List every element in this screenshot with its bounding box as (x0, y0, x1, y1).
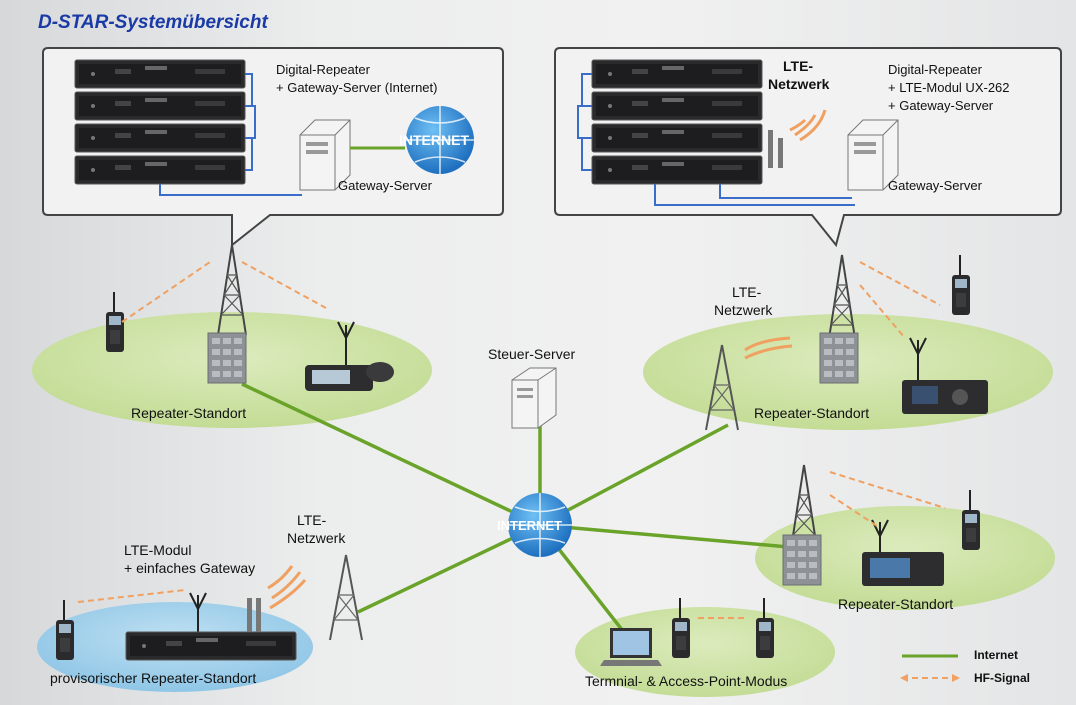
callout-left-line2: + Gateway-Server (Internet) (276, 80, 438, 95)
callout-left-line1: Digital-Repeater (276, 62, 370, 77)
legend-internet-label: Internet (974, 648, 1019, 662)
lte-modul-line1: LTE-Modul (124, 542, 192, 558)
site-label-bottom-left: provisorischer Repeater-Standort (50, 670, 257, 686)
legend-hf-label: HF-Signal (974, 671, 1030, 685)
site-label-top-right: Repeater-Standort (754, 405, 870, 421)
callout-right-lte-line1: LTE- (783, 58, 814, 74)
hf-signal-top-right (859, 261, 941, 339)
handheld-mid-right (961, 489, 981, 551)
site-label-bottom-center: Termnial- & Access-Point-Modus (585, 673, 788, 689)
callout-right-line3: + Gateway-Server (888, 98, 994, 113)
hf-signal-bottom-left (77, 589, 186, 603)
legend-hf-arrows (900, 674, 960, 682)
provisional-repeater-unit (125, 592, 297, 661)
laptop-icon (600, 628, 662, 666)
internet-globe-left (406, 106, 474, 174)
site-label-top-left: Repeater-Standort (131, 405, 247, 421)
rack-stack-right (577, 59, 855, 206)
lte-right-line1: LTE- (732, 284, 762, 300)
building-top-right (819, 332, 859, 384)
internet-links (241, 382, 801, 642)
callout-right-lte-line2: Netzwerk (768, 76, 830, 92)
lte-waves-bottom (267, 565, 307, 610)
control-server-label: Steuer-Server (488, 346, 576, 362)
base-radio-mid-right (862, 519, 944, 586)
callout-left-gateway-label: Gateway-Server (338, 178, 432, 193)
callout-right-line2: + LTE-Modul UX-262 (888, 80, 1010, 95)
lte-bottom-line1: LTE- (297, 512, 327, 528)
internet-globe-center (508, 493, 572, 557)
building-mid-right (782, 534, 822, 586)
page-title: D-STAR-Systemübersicht (38, 12, 268, 33)
hf-signal-top-left (121, 261, 327, 323)
callout-right-line1: Digital-Repeater (888, 62, 982, 77)
handheld-top-left (105, 291, 125, 353)
handheld-terminal-1 (671, 597, 691, 659)
hf-signal-mid-right (829, 471, 946, 529)
handheld-bottom-left (55, 599, 75, 661)
lte-antenna-callout (768, 109, 827, 168)
handheld-terminal-2 (755, 597, 775, 659)
callout-left-internet-label: INTERNET (399, 132, 469, 148)
site-label-mid-right: Repeater-Standort (838, 596, 954, 612)
lte-bottom-line2: Netzwerk (287, 530, 346, 546)
lte-tower-top-right (705, 336, 793, 431)
handheld-top-right (951, 254, 971, 316)
lte-tower-bottom (329, 554, 363, 641)
building-top-left (207, 332, 247, 384)
control-server-icon (511, 367, 557, 429)
base-radio-top-right (902, 337, 988, 414)
lte-right-line2: Netzwerk (714, 302, 773, 318)
mobile-radio-top-left (305, 321, 394, 391)
lte-modul-line2: + einfaches Gateway (124, 560, 256, 576)
rack-stack-left (74, 59, 302, 196)
internet-center-label: INTERNET (497, 518, 562, 533)
callout-right-gateway-label: Gateway-Server (888, 178, 982, 193)
